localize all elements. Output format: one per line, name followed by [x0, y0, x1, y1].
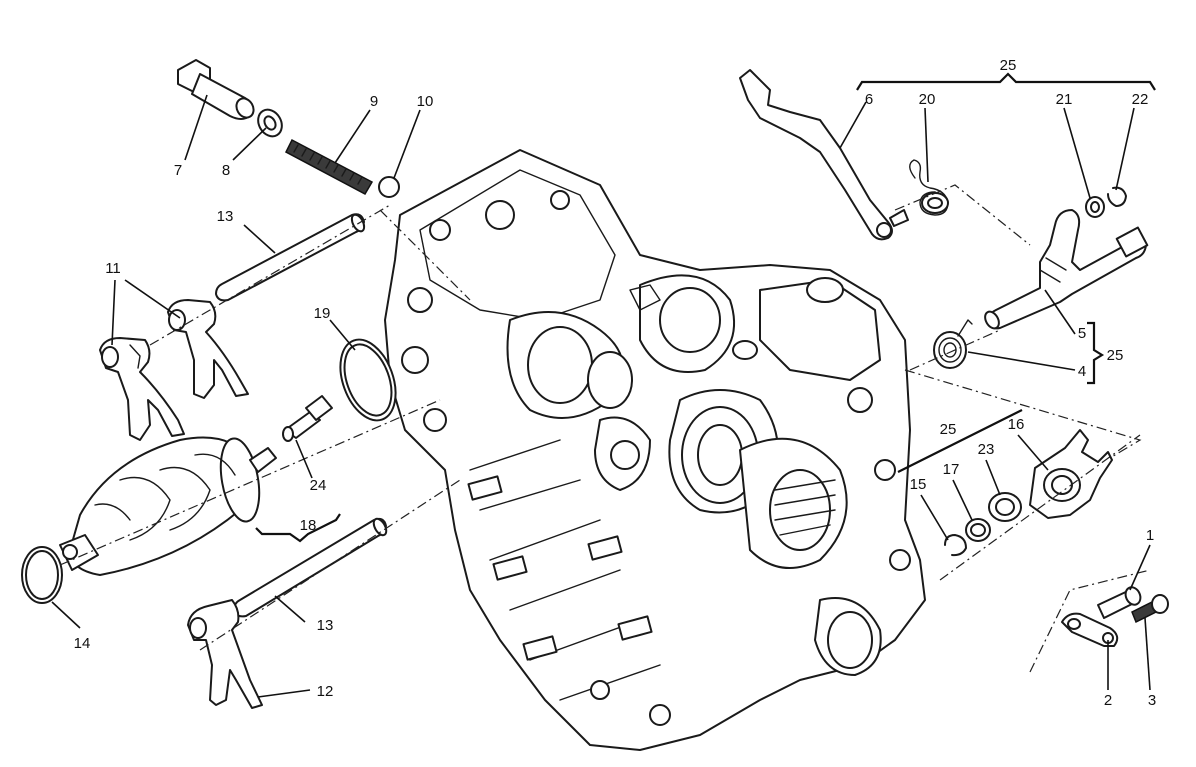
callout-6: 6 [865, 91, 873, 108]
callout-17: 17 [943, 461, 960, 478]
o-ring-14 [21, 546, 63, 604]
bolt-1 [1097, 586, 1142, 619]
callout-5: 5 [1078, 325, 1086, 342]
callout-8: 8 [222, 162, 230, 179]
callout-13-upper: 13 [217, 208, 234, 225]
bracket-25-diagonal [897, 409, 1023, 473]
spring-20 [909, 159, 949, 216]
screw-axis-line [1029, 569, 1151, 673]
screw-3 [1131, 594, 1169, 624]
callout-13-lower: 13 [317, 617, 334, 634]
plate-16 [1029, 429, 1113, 519]
spring-9 [285, 138, 374, 196]
washer-17 [965, 518, 991, 542]
callout-11: 11 [105, 260, 121, 277]
callout-25-diagonal: 25 [940, 421, 957, 438]
plate-axis-line [939, 434, 1141, 581]
callout-labels: 1 2 3 4 5 6 7 8 9 10 11 12 13 13 14 15 1… [74, 57, 1157, 709]
bracket-18 [255, 513, 341, 543]
callout-20: 20 [919, 91, 936, 108]
drum-axis-line [59, 209, 471, 566]
selector-drum-18 [59, 436, 277, 576]
callout-22: 22 [1132, 91, 1149, 108]
bracket-2 [1061, 612, 1119, 647]
fork-12 [187, 599, 263, 709]
callout-2: 2 [1104, 692, 1112, 709]
spring-4 [933, 319, 973, 369]
seal-23 [988, 492, 1022, 522]
fork-11-rear [167, 299, 249, 399]
callout-24: 24 [310, 477, 327, 494]
clip-15 [944, 534, 967, 557]
callout-23: 23 [978, 441, 995, 458]
callout-4: 4 [1078, 363, 1086, 380]
callout-12: 12 [317, 683, 334, 700]
ball-10 [378, 176, 400, 198]
callout-19: 19 [314, 305, 331, 322]
callout-14: 14 [74, 635, 91, 652]
rod-13-upper [215, 213, 366, 302]
crankcase-half [384, 149, 926, 751]
group-brackets [255, 72, 1156, 543]
callout-18: 18 [300, 517, 317, 534]
bracket-25-side [1087, 321, 1105, 385]
callout-1: 1 [1146, 527, 1154, 544]
washer-21 [1085, 196, 1105, 218]
o-ring-19 [339, 338, 397, 422]
callout-7: 7 [174, 162, 182, 179]
bracket-25-top [856, 72, 1156, 91]
fork-axis-line [149, 204, 391, 346]
callout-9: 9 [370, 93, 378, 110]
callout-3: 3 [1148, 692, 1156, 709]
fork-axis-lower [199, 479, 461, 651]
callout-16: 16 [1008, 416, 1025, 433]
callout-15: 15 [910, 476, 927, 493]
shaft-5 [984, 209, 1149, 330]
callout-25-top: 25 [1000, 57, 1017, 74]
clip-22 [1107, 186, 1127, 207]
leader-lines [51, 94, 1151, 698]
callout-10: 10 [417, 93, 434, 110]
fork-11-front [99, 337, 185, 441]
bolt-7 [177, 59, 255, 120]
callout-21: 21 [1056, 91, 1073, 108]
lever-6 [739, 69, 909, 241]
callout-25-side: 25 [1107, 347, 1124, 364]
pin-24 [282, 395, 333, 442]
